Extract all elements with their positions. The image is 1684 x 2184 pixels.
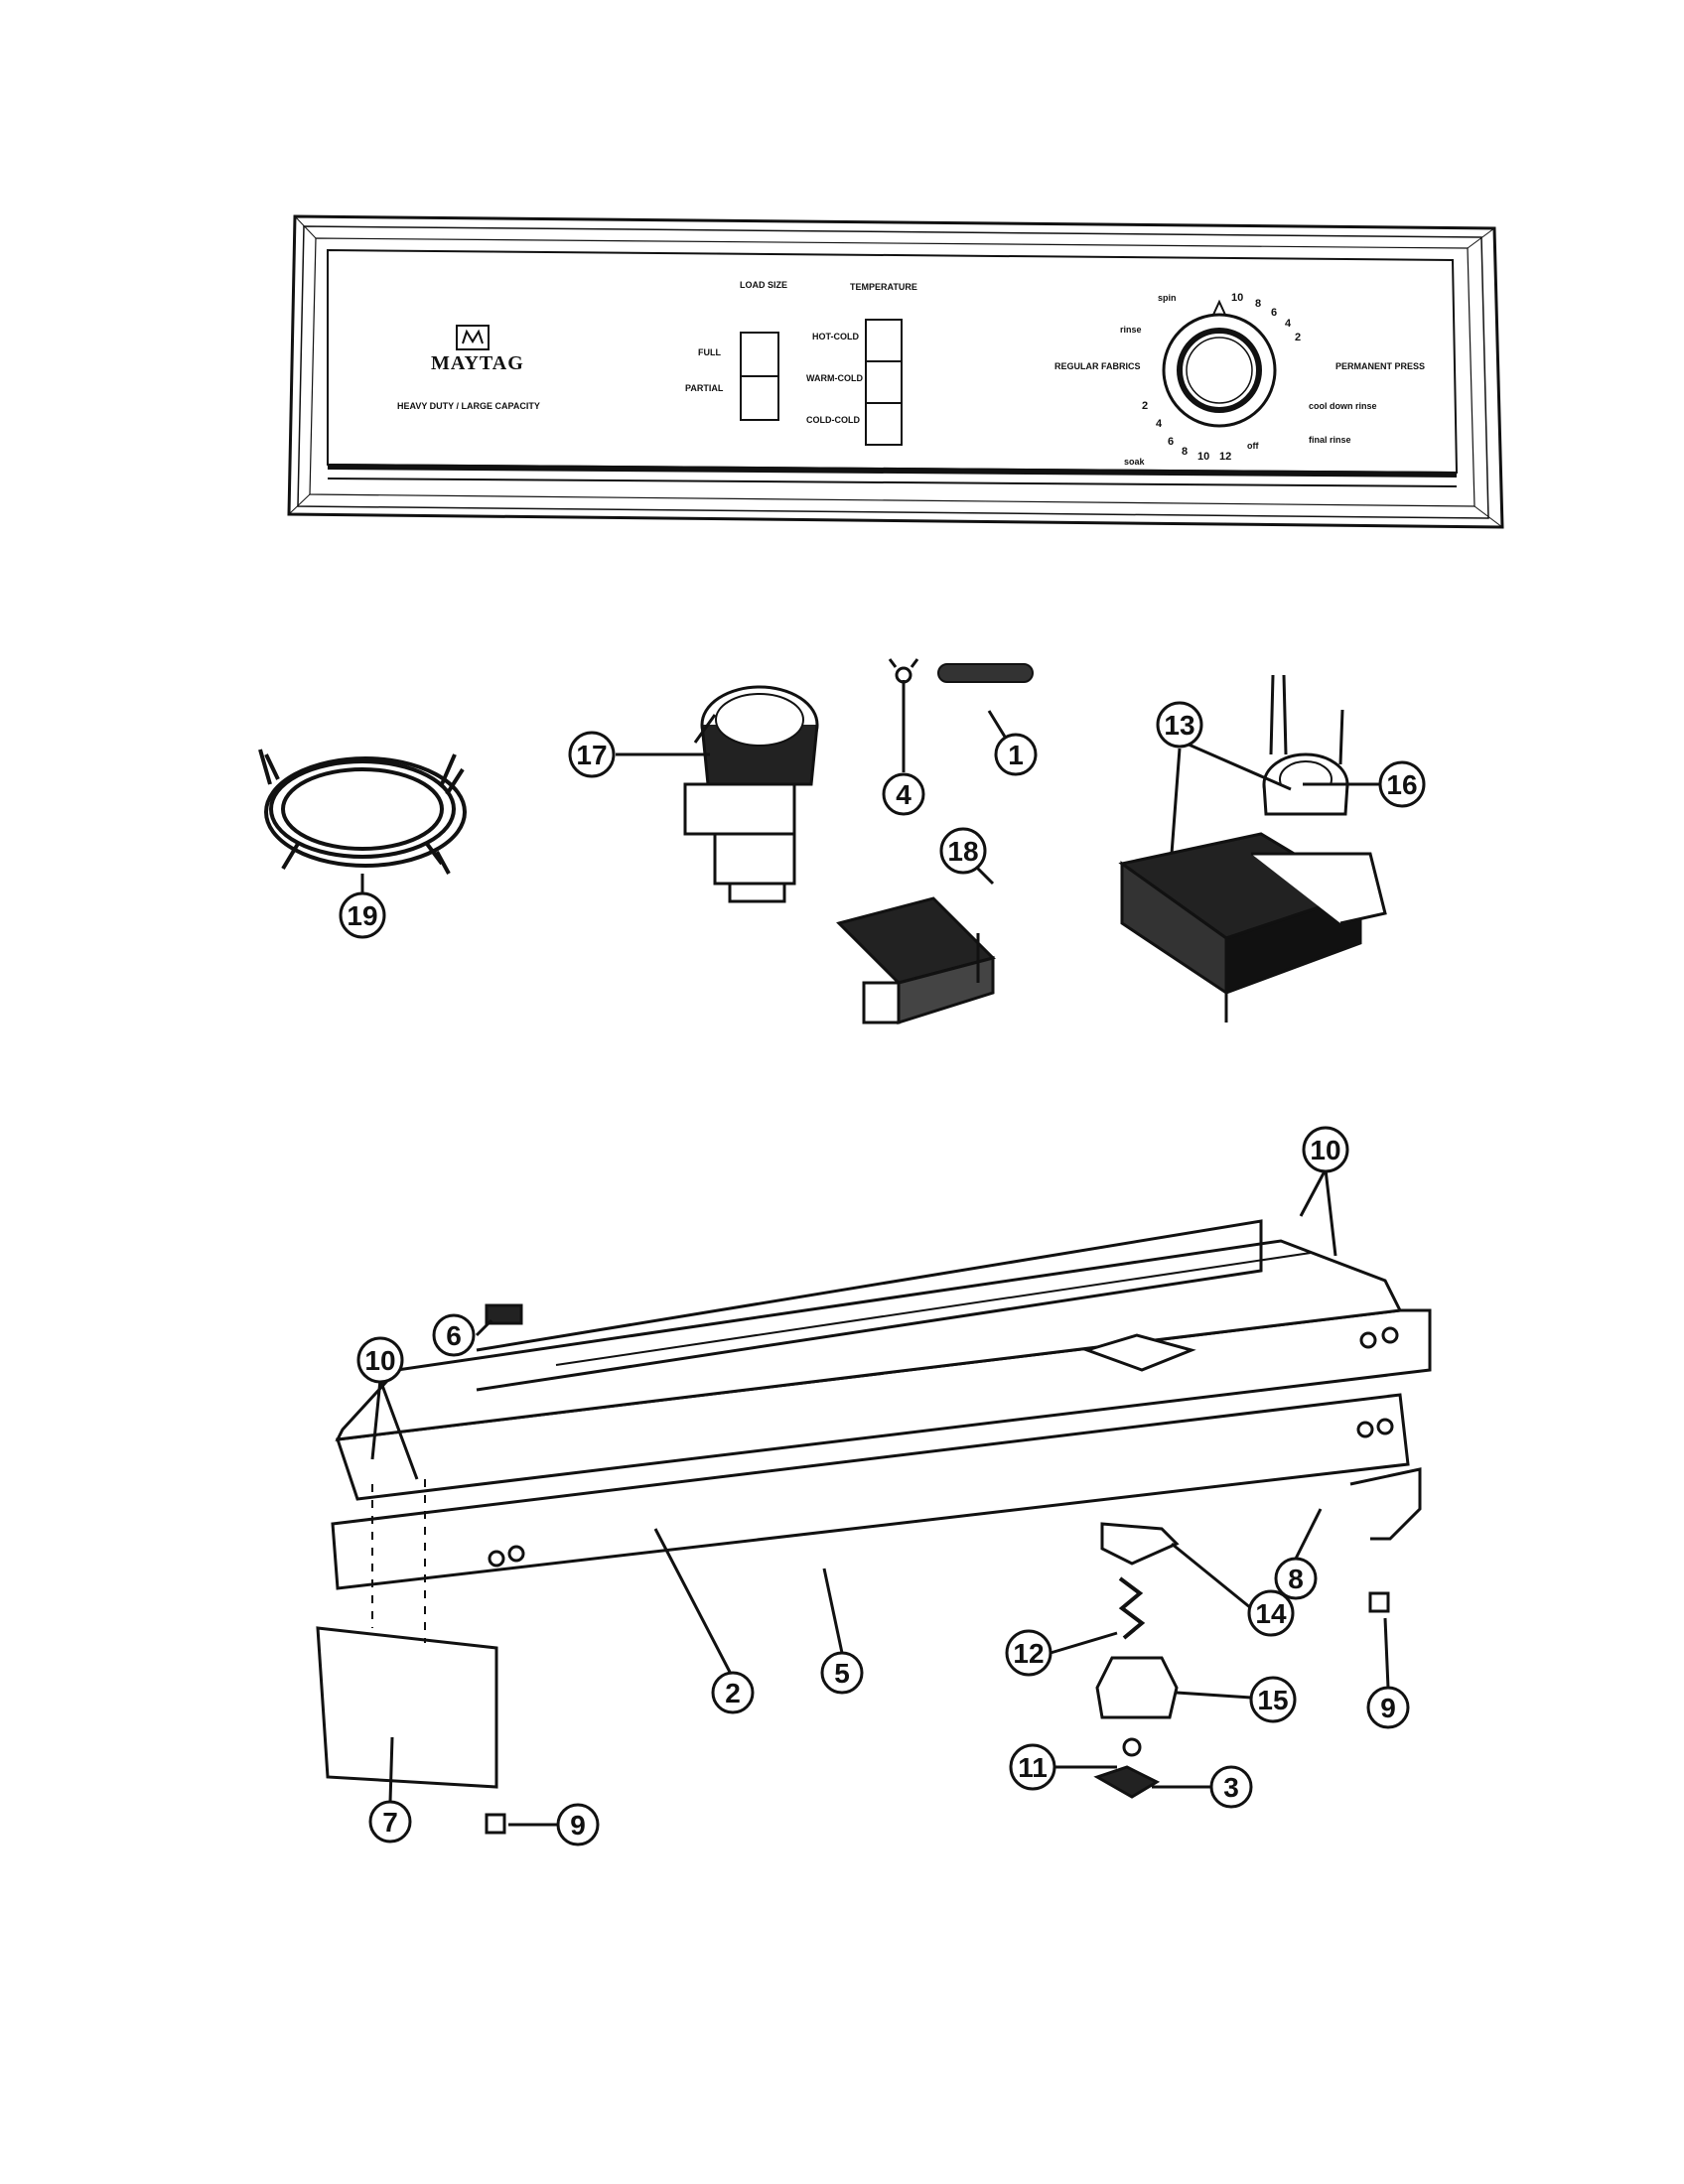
control-panel-chassis [316,1219,1432,1835]
dial-num-b12: 12 [1219,451,1231,463]
dial-num-2: 2 [1295,332,1301,343]
dial-rinse-label: rinse [1120,325,1142,335]
temperature-label: TEMPERATURE [850,282,917,292]
timer-motor-drawing [1118,674,1387,1023]
wire-harness-drawing [258,749,467,875]
callout-10-right: 10 [1310,1135,1340,1165]
terminal-block-drawing [836,896,996,1025]
load-partial-button[interactable] [740,375,779,421]
dial-num-b2: 2 [1142,400,1148,412]
callout-16: 16 [1386,769,1417,800]
brand-name: MAYTAG [431,352,524,374]
callout-5: 5 [834,1658,850,1689]
dial-num-b4: 4 [1156,418,1163,430]
callout-12: 12 [1013,1638,1044,1669]
callout-8: 8 [1288,1564,1304,1594]
callout-3: 3 [1223,1772,1239,1803]
callout-1: 1 [1008,740,1024,770]
dial-num-b6: 6 [1168,436,1174,448]
dial-cool-down-label: cool down rinse [1309,401,1377,411]
dial-num-b10: 10 [1197,451,1209,463]
callout-2: 2 [725,1678,741,1708]
callout-11: 11 [1018,1752,1048,1783]
dial-off-label: off [1247,441,1259,451]
dial-num-4: 4 [1285,318,1292,330]
timer-dial[interactable] [1162,299,1277,428]
callout-13: 13 [1164,710,1194,741]
water-level-switch-drawing [683,685,819,903]
dial-spin-label: spin [1158,293,1177,303]
dial-soak-label: soak [1124,457,1146,467]
tube-drawing [937,663,1034,683]
dial-num-8: 8 [1255,298,1261,310]
temp-warm-cold-label: WARM-COLD [806,373,863,383]
callout-4: 4 [896,779,912,810]
callout-17: 17 [576,740,607,770]
temp-cold-cold-button[interactable] [865,402,903,446]
callout-6: 6 [446,1320,462,1351]
load-full-label: FULL [698,347,721,357]
temp-hot-cold-label: HOT-COLD [812,332,859,341]
callout-9-right: 9 [1380,1693,1396,1723]
maytag-logo: MAYTAG [431,325,524,374]
model-line: HEAVY DUTY / LARGE CAPACITY [397,401,540,411]
callout-7: 7 [382,1807,398,1838]
load-partial-label: PARTIAL [685,383,724,393]
dial-num-b8: 8 [1182,446,1188,458]
temp-cold-cold-label: COLD-COLD [806,415,860,425]
regular-fabrics-label: REGULAR FABRICS [1054,361,1141,371]
callout-19: 19 [347,900,377,931]
callout-10-left: 10 [364,1345,395,1376]
callout-9-left: 9 [570,1810,586,1841]
callout-14: 14 [1255,1598,1287,1629]
callout-18: 18 [947,836,978,867]
load-size-label: LOAD SIZE [740,280,787,290]
permanent-press-label: PERMANENT PRESS [1335,361,1425,371]
dial-final-rinse-label: final rinse [1309,435,1351,445]
callout-15: 15 [1257,1685,1288,1715]
clip-drawing [888,658,919,684]
dial-num-6: 6 [1271,307,1277,319]
dial-num-10: 10 [1231,292,1243,304]
callout-badges: 1 2 3 4 5 6 7 8 9 9 10 10 11 12 13 14 15… [339,701,1426,1846]
control-console: MAYTAG HEAVY DUTY / LARGE CAPACITY LOAD … [287,214,1504,529]
